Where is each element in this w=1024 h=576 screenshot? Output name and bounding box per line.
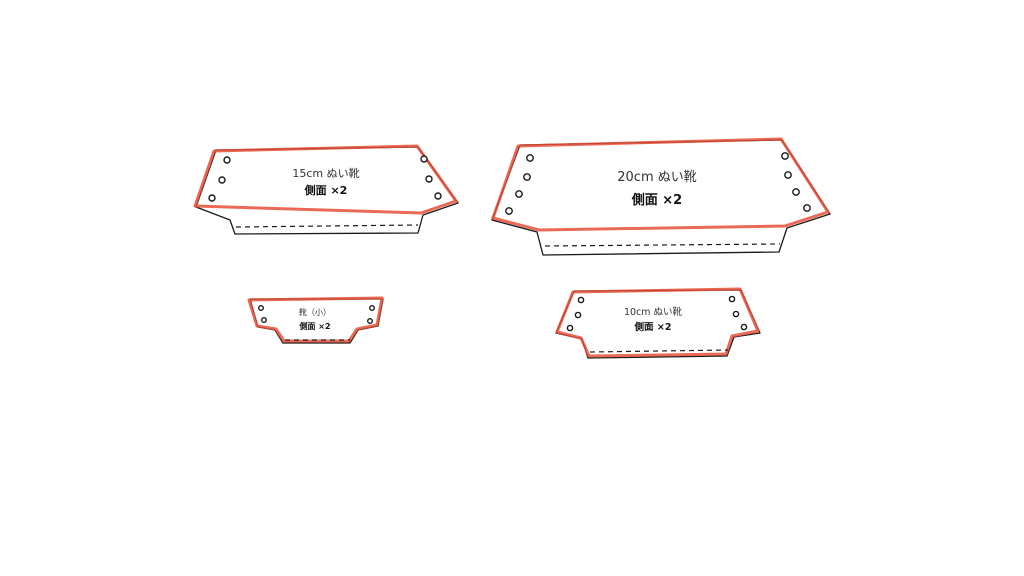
cut-line <box>491 137 830 232</box>
cut-line <box>193 144 458 215</box>
piece-title: 靴（小） <box>299 307 331 317</box>
pattern-piece-20cm: 20cm ぬい靴 側面 ×2 <box>491 137 831 256</box>
hole-markers <box>208 155 442 202</box>
hole-markers <box>566 295 748 332</box>
piece-title: 15cm ぬい靴 <box>292 166 359 180</box>
pattern-piece-15cm: 15cm ぬい靴 側面 ×2 <box>193 144 459 235</box>
seam-line <box>235 224 419 228</box>
seam-line <box>544 243 781 247</box>
piece-quantity: 側面 ×2 <box>631 192 682 208</box>
hole-markers <box>505 152 811 215</box>
cut-line <box>555 287 760 358</box>
pattern-piece-small: 靴（小） 側面 ×2 <box>247 296 384 344</box>
piece-quantity: 側面 ×2 <box>304 183 348 197</box>
piece-quantity: 側面 ×2 <box>298 321 330 331</box>
piece-outline <box>249 298 384 344</box>
piece-title: 20cm ぬい靴 <box>617 170 697 185</box>
pattern-piece-10cm: 10cm ぬい靴 側面 ×2 <box>555 287 761 359</box>
cut-line <box>247 296 384 343</box>
piece-title: 10cm ぬい靴 <box>624 306 683 318</box>
hole-markers <box>258 305 376 325</box>
piece-quantity: 側面 ×2 <box>634 321 672 333</box>
